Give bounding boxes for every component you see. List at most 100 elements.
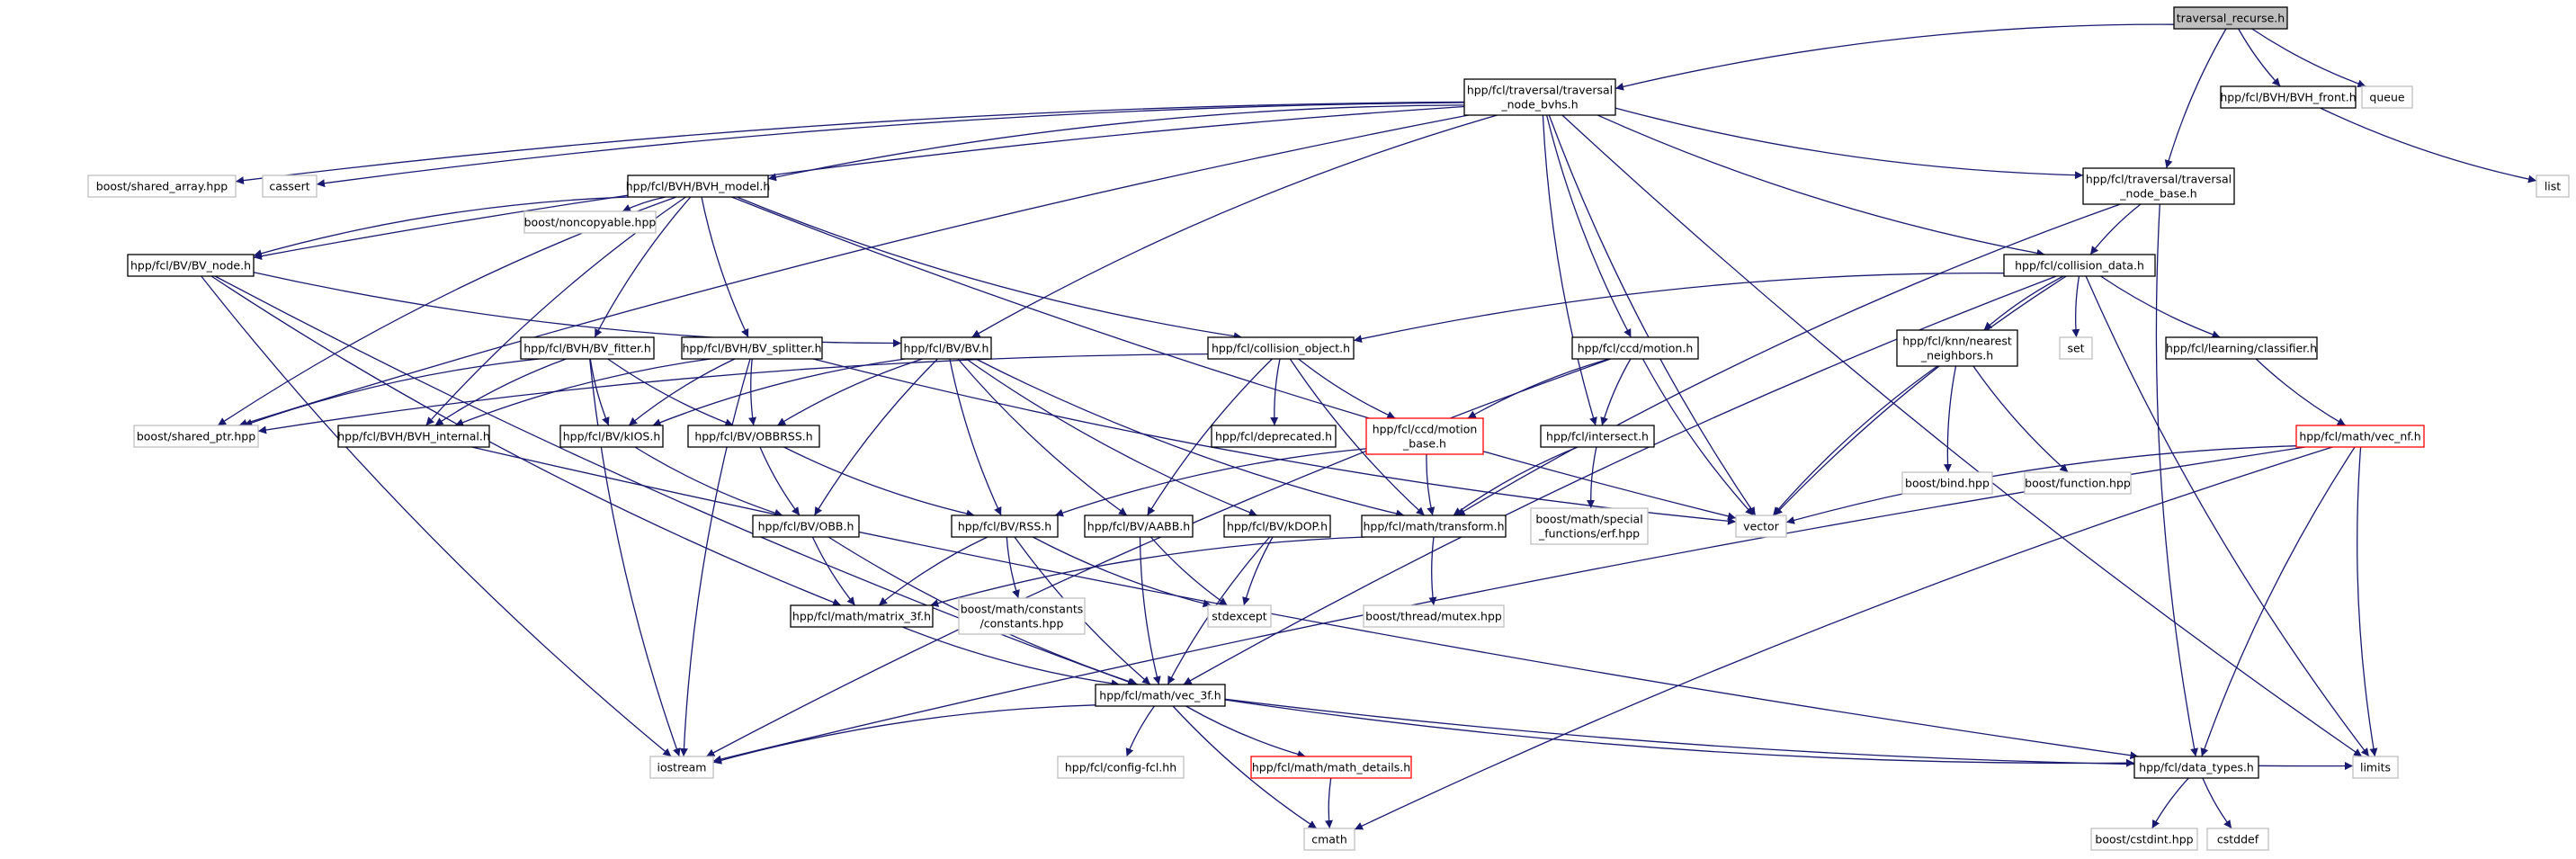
node-box bbox=[1250, 756, 1412, 779]
node-intersect[interactable]: hpp/fcl/intersect.h bbox=[1540, 425, 1655, 448]
node-bvnode[interactable]: hpp/fcl/BV/BV_node.h bbox=[127, 254, 255, 277]
edge-fitter-to-sharedptr bbox=[244, 358, 540, 427]
node-aabb[interactable]: hpp/fcl/BV/AABB.h bbox=[1084, 515, 1194, 538]
node-label: hpp/fcl/config-fcl.hh bbox=[1065, 761, 1176, 774]
node-classifier[interactable]: hpp/fcl/learning/classifier.h bbox=[2165, 336, 2318, 360]
edge-rss-to-stdexcept bbox=[1032, 536, 1212, 608]
edge-front-to-list bbox=[2320, 107, 2537, 183]
edge-transform-to-mutex bbox=[1428, 536, 1437, 606]
node-box bbox=[1463, 78, 1616, 116]
edge-kios-to-obb bbox=[634, 446, 783, 517]
node-label: cassert bbox=[269, 180, 309, 193]
node-vecnf[interactable]: hpp/fcl/math/vec_nf.h bbox=[2295, 425, 2425, 448]
node-label: iostream bbox=[657, 761, 707, 774]
edge-knn-to-vector bbox=[1772, 365, 1938, 516]
edge-splitter-to-kios bbox=[628, 358, 736, 426]
edge-bvh-to-kios bbox=[652, 358, 906, 426]
node-mathdetails[interactable]: hpp/fcl/math/math_details.h bbox=[1250, 756, 1412, 779]
node-splitter[interactable]: hpp/fcl/BVH/BV_splitter.h bbox=[681, 336, 823, 360]
node-kios[interactable]: hpp/fcl/BV/kIOS.h bbox=[559, 425, 664, 448]
node-label: boost/thread/mutex.hpp bbox=[1365, 610, 1502, 623]
node-ccdmotion[interactable]: hpp/fcl/ccd/motion.h bbox=[1571, 336, 1699, 360]
node-box bbox=[2165, 336, 2318, 360]
edge-root-to-tnbase bbox=[2164, 28, 2227, 169]
node-label: hpp/fcl/BVH/BV_splitter.h bbox=[682, 342, 821, 355]
node-label: hpp/fcl/deprecated.h bbox=[1215, 430, 1332, 443]
edge-obbrss-to-rss bbox=[783, 446, 975, 518]
node-erf: boost/math/special_functions/erf.hpp bbox=[1530, 507, 1649, 545]
edge-rss-to-constants bbox=[1006, 536, 1020, 599]
node-label: hpp/fcl/traversal/traversal bbox=[1467, 84, 1613, 97]
edge-transform-to-matrix3f bbox=[930, 536, 1365, 607]
node-collobj[interactable]: hpp/fcl/collision_object.h bbox=[1207, 336, 1355, 360]
edge-collobj-to-sharedptr bbox=[257, 353, 1209, 434]
edge-aabb-to-stdexcept bbox=[1149, 536, 1228, 606]
edge-colldata-to-vec3f bbox=[1183, 275, 2057, 685]
edge-bvh-to-rss bbox=[949, 358, 1002, 516]
edge-vec3f-to-iostream bbox=[712, 704, 1096, 765]
node-set: set bbox=[2059, 336, 2093, 360]
node-mutex: boost/thread/mutex.hpp bbox=[1363, 604, 1505, 628]
node-box bbox=[1211, 425, 1337, 448]
node-box bbox=[1540, 425, 1655, 448]
node-label: boost/math/constants bbox=[961, 603, 1084, 616]
node-box bbox=[2206, 828, 2269, 851]
edge-motionbase-to-transform bbox=[1426, 453, 1436, 516]
node-box bbox=[2024, 471, 2132, 495]
node-fitter[interactable]: hpp/fcl/BVH/BV_fitter.h bbox=[520, 336, 655, 360]
edge-bvh-to-obbrss bbox=[776, 358, 923, 426]
node-knn[interactable]: hpp/fcl/knn/nearest_neighbors.h bbox=[1896, 329, 2018, 367]
node-label: hpp/fcl/knn/nearest bbox=[1902, 335, 2012, 348]
edge-tnbvhs-to-bvnode bbox=[253, 105, 1465, 261]
node-label: cstddef bbox=[2217, 833, 2259, 846]
node-label: hpp/fcl/BVH/BV_fitter.h bbox=[523, 342, 651, 355]
node-obbrss[interactable]: hpp/fcl/BV/OBBRSS.h bbox=[687, 425, 820, 448]
node-matrix3f[interactable]: hpp/fcl/math/matrix_3f.h bbox=[790, 604, 934, 628]
edge-root-to-queue bbox=[2251, 28, 2366, 88]
node-tnbvhs[interactable]: hpp/fcl/traversal/traversal_node_bvhs.h bbox=[1463, 78, 1616, 116]
edge-bvhmodel-to-splitter bbox=[701, 196, 749, 338]
edge-bvnode-to-iostream bbox=[201, 275, 672, 757]
node-label: _neighbors.h bbox=[1920, 349, 1993, 362]
node-colldata[interactable]: hpp/fcl/collision_data.h bbox=[2003, 254, 2156, 277]
node-box bbox=[627, 174, 769, 198]
node-datatypes[interactable]: hpp/fcl/data_types.h bbox=[2133, 756, 2259, 779]
node-kdop[interactable]: hpp/fcl/BV/kDOP.h bbox=[1223, 515, 1331, 538]
node-root[interactable]: traversal_recurse.h bbox=[2173, 6, 2288, 30]
node-label: hpp/fcl/math/matrix_3f.h bbox=[792, 610, 931, 623]
node-transform[interactable]: hpp/fcl/math/transform.h bbox=[1361, 515, 1507, 538]
node-bvhmodel[interactable]: hpp/fcl/BVH/BVH_model.h bbox=[626, 174, 771, 198]
node-cstddef: cstddef bbox=[2206, 828, 2269, 851]
node-motionbase[interactable]: hpp/fcl/ccd/motion_base.h bbox=[1365, 417, 1484, 455]
node-vec3f[interactable]: hpp/fcl/math/vec_3f.h bbox=[1095, 684, 1226, 707]
node-box bbox=[1223, 515, 1331, 538]
node-sharedarray: boost/shared_array.hpp bbox=[87, 174, 237, 198]
edge-tnbvhs-to-ccdmotion bbox=[1545, 114, 1632, 338]
edge-matrix3f-to-vec3f bbox=[902, 626, 1120, 688]
edge-tnbase-to-colldata bbox=[2089, 203, 2142, 255]
node-box bbox=[1571, 336, 1699, 360]
node-box bbox=[1361, 515, 1507, 538]
node-label: hpp/fcl/BV/OBB.h bbox=[758, 520, 854, 533]
edge-colldata-to-knn bbox=[1983, 275, 2064, 331]
node-tnbase[interactable]: hpp/fcl/traversal/traversal_node_base.h bbox=[2082, 167, 2235, 205]
node-bvh[interactable]: hpp/fcl/BV/BV.h bbox=[900, 336, 992, 360]
node-box bbox=[1057, 756, 1185, 779]
node-label: stdexcept bbox=[1212, 610, 1266, 623]
node-bvhinternal[interactable]: hpp/fcl/BVH/BVH_internal.h bbox=[337, 425, 490, 448]
node-obb[interactable]: hpp/fcl/BV/OBB.h bbox=[752, 515, 860, 538]
edge-vec3f-to-datatypes bbox=[1224, 699, 2135, 767]
edge-knn-to-function bbox=[1972, 365, 2069, 473]
node-label: set bbox=[2067, 342, 2084, 355]
edge-bvhmodel-to-noncopy bbox=[622, 196, 666, 212]
node-label: boost/cstdint.hpp bbox=[2095, 833, 2193, 846]
edge-colldata-to-limits bbox=[2085, 275, 2370, 757]
node-deprecated[interactable]: hpp/fcl/deprecated.h bbox=[1211, 425, 1337, 448]
node-label: hpp/fcl/ccd/motion.h bbox=[1578, 342, 1694, 355]
node-rss[interactable]: hpp/fcl/BV/RSS.h bbox=[951, 515, 1059, 538]
edge-tnbvhs-to-tnbase bbox=[1614, 107, 2084, 180]
edge-tnbvhs-to-bvhmodel bbox=[767, 104, 1465, 182]
node-front[interactable]: hpp/fcl/BVH/BVH_front.h bbox=[2220, 85, 2357, 109]
edge-tnbvhs-to-bvh bbox=[971, 114, 1498, 338]
edge-tnbvhs-to-colldata bbox=[1597, 114, 2045, 257]
